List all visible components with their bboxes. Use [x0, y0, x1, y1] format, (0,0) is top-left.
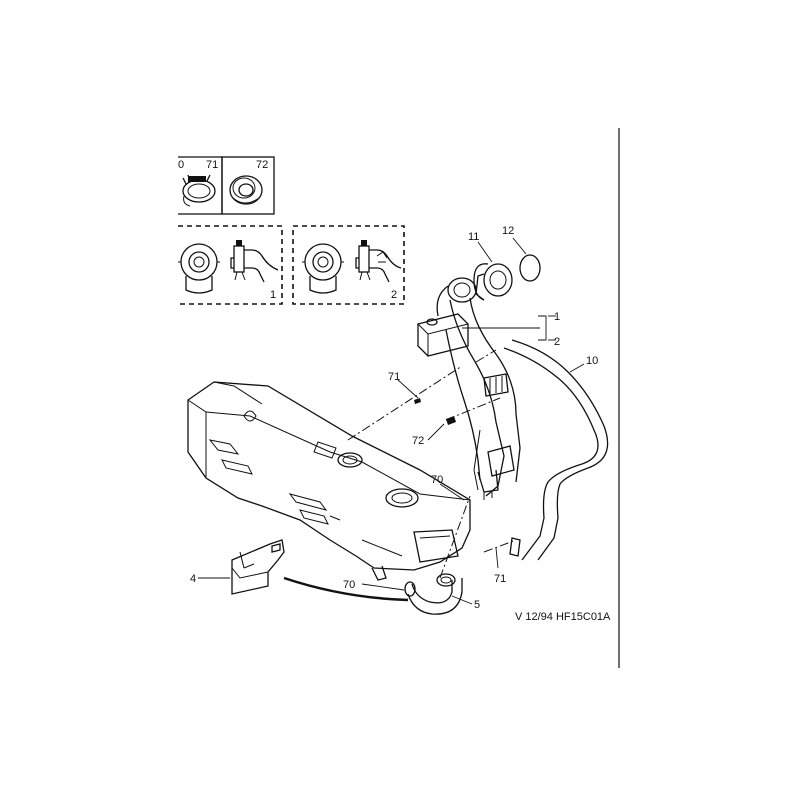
assembly-lines: [347, 349, 517, 579]
callouts: 11 12 1 2 10 71 72 70 71 4 70 5: [190, 225, 598, 611]
inset-label-72: 72: [256, 159, 268, 171]
inset-label-71: 71: [206, 159, 218, 171]
clip-marker: [414, 398, 421, 404]
inset-label-0: 0: [178, 159, 184, 171]
callout-70-top: 70: [431, 474, 443, 486]
inset-variant-2: 2: [292, 225, 405, 305]
callout-71-bottom: 71: [494, 573, 506, 585]
inset-clips: 0 71 72: [178, 156, 275, 215]
clip-marker: [446, 416, 456, 425]
filler-neck-side-icon: [230, 240, 279, 283]
filler-neck-front-icon-2: [302, 243, 344, 294]
fuel-tank: [187, 381, 471, 581]
leaders: [198, 237, 585, 605]
part-4-shield: [231, 539, 285, 595]
part-5-elbow: [404, 573, 463, 615]
callout-2: 2: [554, 336, 560, 348]
part-10-hose: [503, 339, 609, 561]
callout-72: 72: [412, 435, 424, 447]
variant-1-label: 1: [270, 289, 276, 301]
callout-1: 1: [554, 311, 560, 323]
part-11-seal: [473, 263, 513, 301]
drawing-reference: V 12/94 HF15C01A: [515, 611, 611, 623]
part-12-o-ring: [519, 254, 541, 282]
callout-11: 11: [468, 231, 479, 243]
variant-2-label: 2: [391, 289, 397, 301]
filler-pipe: [417, 277, 521, 500]
grommet-icon: [229, 175, 263, 205]
cable: [283, 576, 409, 602]
callout-12: 12: [502, 225, 514, 237]
callout-5: 5: [474, 599, 480, 611]
callout-4: 4: [190, 573, 196, 585]
hose-clip-icon: [182, 174, 216, 207]
filler-neck-side-icon-2: [355, 240, 402, 283]
callout-70-bottom: 70: [343, 579, 355, 591]
inset-variant-1: 1: [178, 225, 283, 305]
filler-neck-front-icon: [178, 243, 220, 294]
callout-10: 10: [586, 355, 598, 367]
callout-71-top: 71: [388, 371, 400, 383]
